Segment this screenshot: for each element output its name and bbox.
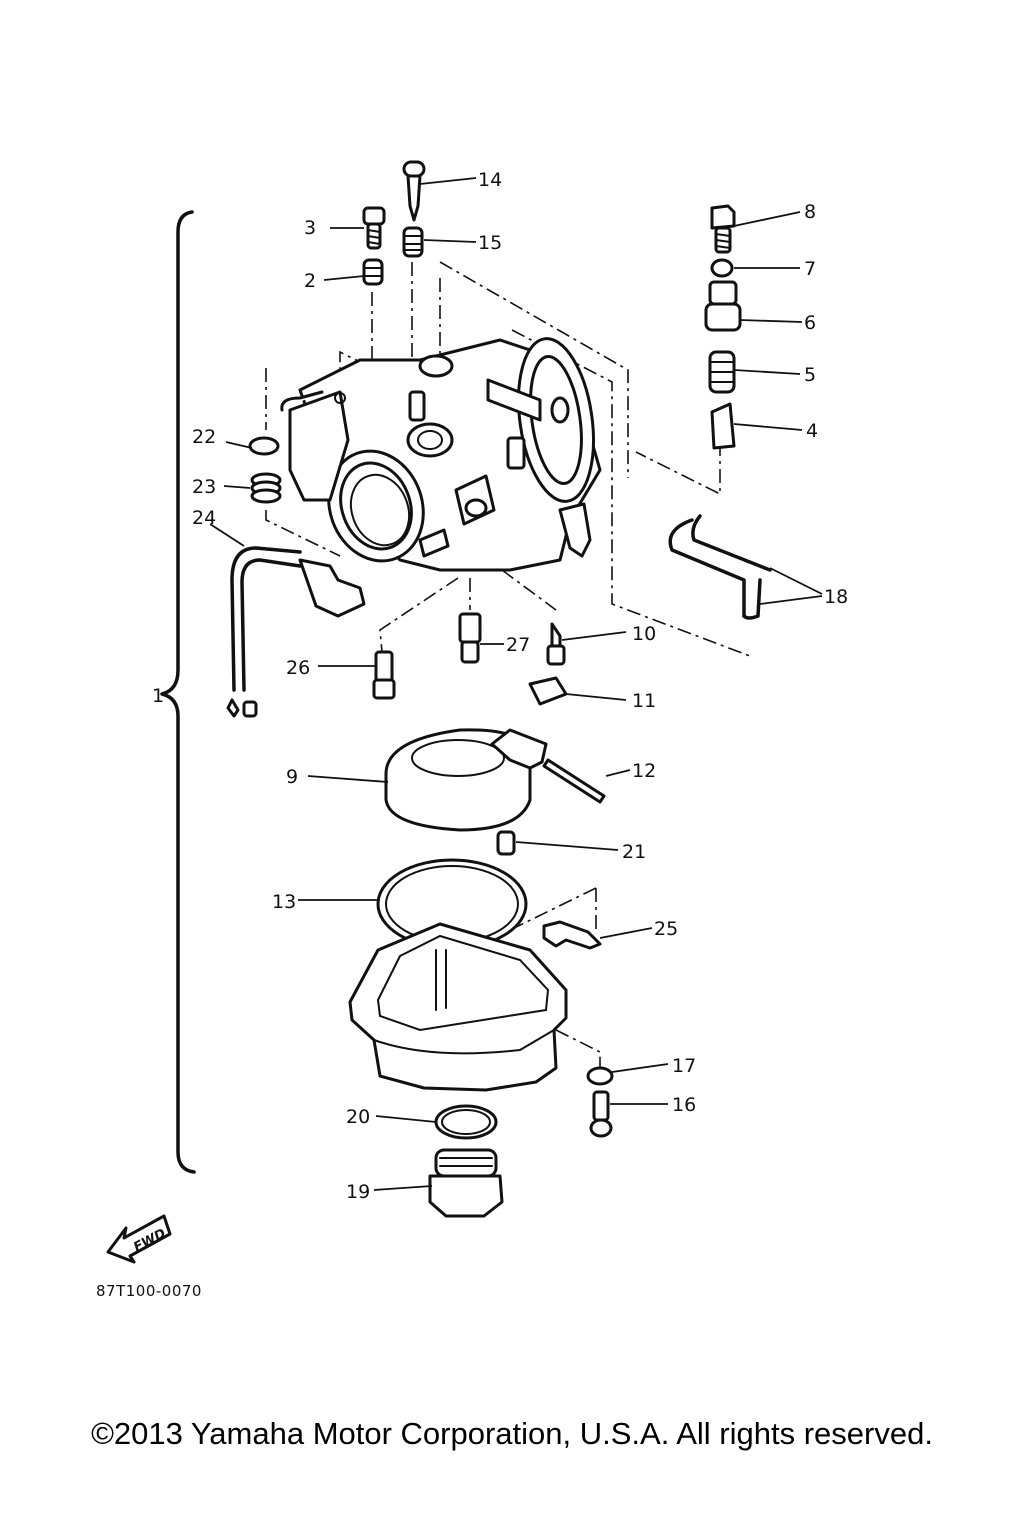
label-15: 15 [478,232,502,254]
label-19: 19 [346,1181,370,1203]
label-11: 11 [632,690,656,712]
part-20-gasket [434,1104,498,1140]
label-14: 14 [478,169,502,191]
fwd-arrow-icon: FWD [106,1214,172,1264]
label-18: 18 [824,586,848,608]
part-4-plunger [710,402,736,450]
part-14-screw [402,160,426,222]
carburetor-body [280,337,602,572]
label-22: 22 [192,426,216,448]
label-20: 20 [346,1106,370,1128]
part-22-washer [248,436,280,456]
label-9: 9 [286,766,298,788]
label-21: 21 [622,841,646,863]
part-3-screw [362,206,386,250]
part-17-washer [586,1066,614,1086]
part-25-bracket [542,920,602,950]
label-27: 27 [506,634,530,656]
part-27-jet [458,612,482,664]
part-8-screw [710,204,736,254]
part-5-spring [708,350,736,394]
label-7: 7 [804,258,816,280]
label-12: 12 [632,760,656,782]
part-15-spring [402,226,424,258]
diagram-code: 87T100-0070 [96,1282,202,1300]
label-6: 6 [804,312,816,334]
copyright-notice: ©2013 Yamaha Motor Corporation, U.S.A. A… [91,1416,933,1451]
part-11-clip [528,676,568,706]
part-2-spring [362,258,384,286]
leader-lines [209,177,823,1191]
label-3: 3 [304,217,316,239]
label-25: 25 [654,918,678,940]
label-23: 23 [192,476,216,498]
part-7-nut [710,258,734,278]
label-8: 8 [804,201,816,223]
label-17: 17 [672,1055,696,1077]
part-23-spring [250,472,282,504]
label-10: 10 [632,623,656,645]
float-bowl [348,922,568,1092]
assembly-bracket [160,210,196,1174]
part-16-screw [589,1090,613,1138]
label-13: 13 [272,891,296,913]
label-4: 4 [806,420,818,442]
part-21-screw [496,830,516,856]
part-number-labels: 1 2 3 4 5 6 7 8 9 10 11 12 13 14 15 16 1… [152,169,848,1203]
label-2: 2 [304,270,316,292]
part-10-needle [546,622,566,666]
part-6-fitting [704,280,742,332]
label-1: 1 [152,685,164,707]
part-26-jet [372,650,396,700]
part-9-float [384,728,548,832]
label-26: 26 [286,657,310,679]
part-12-pin [542,758,606,804]
label-5: 5 [804,364,816,386]
part-24-sensor [226,546,366,718]
label-24: 24 [192,507,216,529]
label-16: 16 [672,1094,696,1116]
part-18-hose [668,514,772,620]
part-19-plug [428,1148,504,1218]
